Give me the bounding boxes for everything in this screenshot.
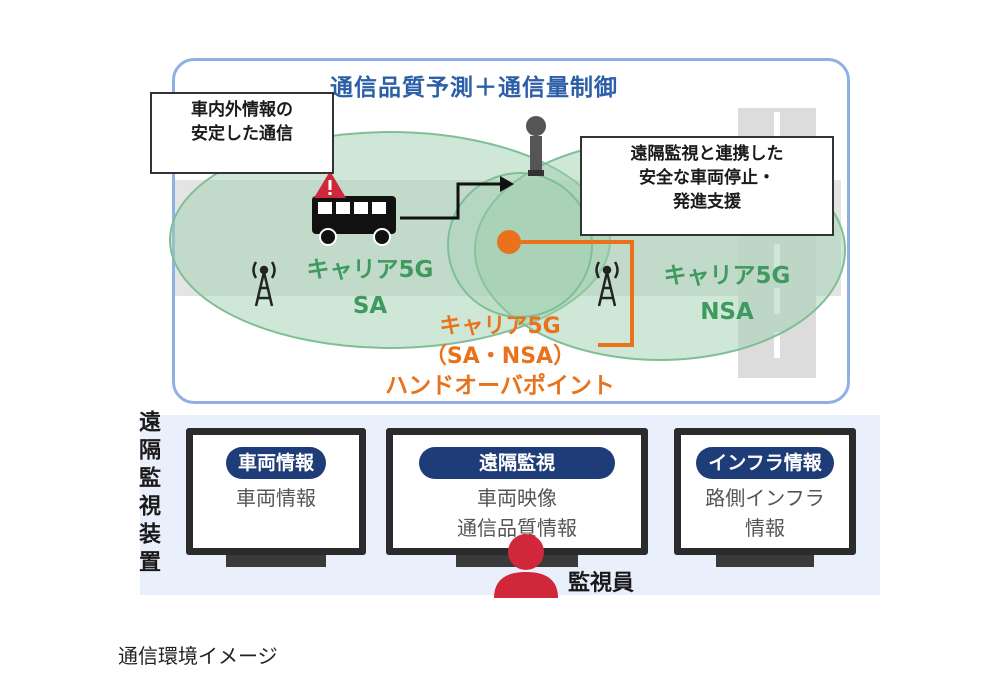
zone-carrier: キャリア5G: [663, 263, 791, 289]
monitor-header: インフラ情報: [696, 447, 834, 479]
monitor-screen: 車両情報 車両情報: [193, 435, 359, 548]
arrow-head: [500, 176, 514, 192]
monitor-line: 車両情報: [236, 486, 316, 510]
callout-line: 安定した通信: [191, 124, 293, 144]
callout-line: 発進支援: [673, 192, 741, 212]
figure-caption: 通信環境イメージ: [118, 644, 278, 668]
handover-link-line: [510, 240, 634, 347]
callout-line: 安全な車両停止・: [639, 168, 775, 188]
zone-label-sa: キャリア5G SA: [275, 252, 465, 324]
zone-mode: NSA: [700, 299, 754, 325]
handover-point: [497, 230, 521, 254]
zone-carrier: キャリア5G: [306, 257, 434, 283]
monitor-stand: [716, 555, 814, 567]
callout-safe-stop: 遠隔監視と連携した 安全な車両停止・ 発進支援: [580, 136, 834, 236]
callout-stable-communication: 車内外情報の 安定した通信: [150, 92, 334, 174]
monitor-line: 路側インフラ: [705, 486, 825, 510]
monitoring-device-title: 遠隔監視装置: [135, 410, 160, 578]
roadside-camera-icon: [526, 116, 546, 176]
vehicle-link-arrow: [400, 182, 500, 220]
zone-mode: SA: [352, 293, 388, 319]
zone-mode: （SA・NSA）: [424, 344, 576, 369]
cell-tower-icon-right: [595, 261, 619, 307]
handover-label: ハンドオーバポイント: [385, 373, 615, 399]
zone-label-nsa: キャリア5G NSA: [632, 258, 822, 330]
monitor-vehicle-info: 車両情報 車両情報: [186, 428, 366, 555]
diagram-title: 通信品質予測＋通信量制御: [330, 75, 618, 101]
monitor-stand: [226, 555, 326, 567]
callout-line: 車内外情報の: [191, 100, 293, 120]
warning-icon: [314, 171, 346, 198]
monitor-infrastructure-info: インフラ情報 路側インフラ 情報: [674, 428, 856, 555]
zone-label-overlap: キャリア5G （SA・NSA）: [400, 312, 600, 372]
operator-icon: [494, 534, 558, 598]
monitor-header: 車両情報: [225, 447, 326, 479]
monitor-line: 車両映像: [477, 486, 557, 510]
monitor-line: 通信品質情報: [457, 516, 577, 540]
zone-carrier: キャリア5G: [439, 314, 561, 339]
bus-icon: [312, 196, 396, 246]
monitor-screen: インフラ情報 路側インフラ 情報: [681, 435, 849, 548]
monitor-remote-monitoring: 遠隔監視 車両映像 通信品質情報: [386, 428, 648, 555]
callout-line: 遠隔監視と連携した: [630, 144, 784, 164]
cell-tower-icon-left: [252, 261, 276, 307]
monitor-header: 遠隔監視: [418, 447, 615, 479]
operator-label: 監視員: [568, 571, 635, 596]
monitor-line: 情報: [745, 516, 785, 540]
monitor-screen: 遠隔監視 車両映像 通信品質情報: [393, 435, 641, 548]
